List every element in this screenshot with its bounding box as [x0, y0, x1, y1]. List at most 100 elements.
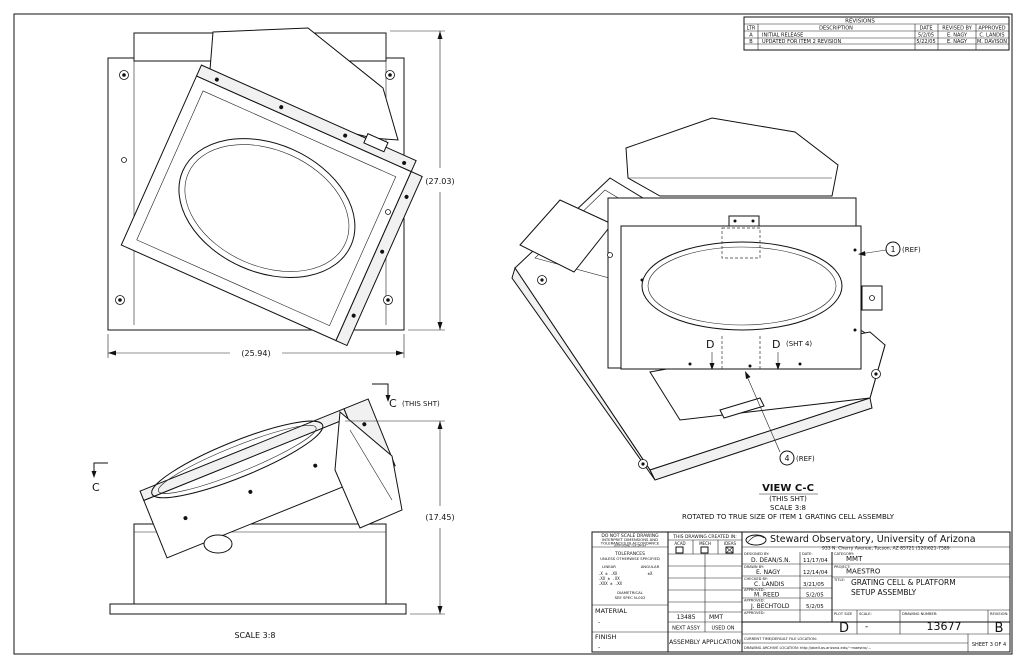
category-label: CATEGORY: — [834, 552, 854, 556]
next-assy-value: 13485 — [676, 614, 695, 621]
tolerances-title: TOLERANCES — [614, 551, 645, 557]
view-c-c-callout-1: 1 — [890, 245, 895, 254]
view-c-c-cover — [625, 117, 839, 197]
checked-by-label: CHECKED BY: — [744, 577, 768, 581]
view-c-c-caption: ROTATED TO TRUE SIZE OF ITEM 1 GRATING C… — [682, 513, 895, 521]
top-view-height-dimension: (27.03) — [425, 177, 454, 186]
view-c-c-scale: SCALE 3:8 — [770, 504, 806, 512]
rev-row-a-desc: INITIAL RELEASE — [762, 33, 803, 39]
approved-1-date: 5/2/05 — [806, 593, 824, 599]
view-c-c-detail-d-region — [721, 227, 761, 259]
drawing-title-line-2: SETUP ASSEMBLY — [851, 588, 917, 597]
rev-row-b-date: 5/22/05 — [916, 39, 935, 45]
top-view-grating-ellipse — [178, 138, 356, 278]
approved-2-date: 5/2/05 — [806, 604, 824, 610]
material-label: MATERIAL — [595, 607, 628, 615]
rev-header-ltr: LTR — [747, 26, 756, 32]
approved-label-2: APPROVED: — [744, 599, 765, 603]
tol-line-3: .XXX ± .XX — [598, 581, 623, 586]
section-mark-c-left: C — [91, 462, 108, 494]
steward-logo-icon — [745, 534, 767, 546]
rev-row-a-revised: E. NAGY — [947, 33, 968, 39]
approved-1: M. REED — [754, 592, 780, 599]
cad-option-acad: ACAD — [674, 541, 685, 546]
rev-row-a-date: 5/2/05 — [918, 33, 934, 39]
company-address: 933 N. Cherry Avenue, Tucson, AZ 85721 (… — [822, 546, 950, 552]
view-c-c-subtitle: (THIS SHT) — [769, 495, 807, 503]
current-file-location: CURRENT TIME/DEFAULT FILE LOCATION: — [744, 637, 817, 641]
view-c-c-callout-1-note: (REF) — [902, 246, 921, 254]
rev-header-description: DESCRIPTION — [819, 26, 853, 32]
view-c-c-grating-ellipse — [641, 241, 843, 331]
approved-2: J. BECHTOLD — [750, 603, 790, 610]
checked-date: 3/21/05 — [803, 582, 825, 588]
section-mark-letter-left: C — [92, 481, 100, 494]
revisions-title: REVISIONS — [845, 19, 875, 25]
cad-checkbox-acad — [675, 546, 684, 554]
rev-row-b-desc: UPDATED FOR ITEM 2 REVISION — [762, 39, 841, 45]
view-c-c-detail-d-left: D — [706, 338, 714, 351]
tol-header-angular: ANGULAR — [641, 564, 660, 569]
view-c-c-grating-cell — [620, 225, 862, 370]
title-block: DO NOT SCALE DRAWING INTERPRET DIMENSION… — [591, 531, 1011, 653]
view-c-c-detail-d-right: D — [772, 338, 780, 351]
view-c-c-callout-1-balloon — [885, 241, 901, 257]
designed-by: D. DEAN/S.N. — [751, 557, 791, 564]
project-label: PROJECT: — [834, 565, 850, 569]
view-c-c-callout-4-note: (REF) — [796, 455, 815, 463]
rev-header-approved: APPROVED — [978, 26, 1005, 32]
rev-header-revised-by: REVISED BY — [942, 26, 972, 32]
revisions-table: REVISIONS LTR DESCRIPTION DATE REVISED B… — [743, 16, 1010, 51]
designed-by-label: DESIGNED BY: — [744, 552, 769, 556]
rev-row-b-ltr: B — [749, 39, 753, 45]
drawing-created-in: THIS DRAWING CREATED IN: — [672, 534, 737, 540]
tol-line-1: .X ± .XX — [598, 571, 618, 576]
view-c-c-callout-4: 4 — [784, 454, 789, 463]
scale-note-4: WITH ASME Y14.5M-94 — [614, 544, 646, 548]
view-c-c-callout-4-balloon — [779, 450, 795, 466]
drawn-by: E. NAGY — [756, 569, 780, 576]
revision-letter: B — [995, 621, 1004, 636]
top-view-width-dimension: (25.94) — [241, 349, 270, 358]
section-mark-note: (THIS SHT) — [402, 400, 440, 408]
material-value: - — [598, 619, 600, 626]
rev-row-a-ltr: A — [749, 33, 753, 39]
drawn-date: 12/14/04 — [803, 570, 828, 576]
cad-option-ideas: IDEAS — [724, 541, 737, 546]
rev-row-b-revised: E. NAGY — [947, 39, 968, 45]
front-view-scale: SCALE 3:8 — [234, 631, 275, 640]
tol-angular: ±X — [648, 571, 653, 576]
tol-extra-1: DIAMETRICAL — [617, 590, 644, 595]
plot-size-label: PLOT SIZE — [834, 612, 853, 616]
top-view: (25.94) (27.03) — [107, 27, 455, 358]
date-value: 11/17/04 — [803, 558, 828, 564]
mmt-label: MMT — [709, 614, 723, 621]
rev-header-date: DATE — [919, 26, 932, 32]
next-assy-label: NEXT ASSY — [672, 626, 701, 632]
approved-label-1: APPROVED: — [744, 588, 765, 592]
tolerances-subtitle: UNLESS OTHERWISE SPECIFIED — [600, 556, 660, 561]
plot-size: D — [839, 621, 849, 636]
scale-note-1: DO NOT SCALE DRAWING — [601, 533, 659, 539]
assembly-application: ASSEMBLY APPLICATION — [669, 639, 741, 646]
rev-row-a-approved: C. LANDIS — [979, 33, 1004, 39]
company-name: Steward Observatory, University of Arizo… — [770, 534, 976, 545]
used-on-label: USED ON — [711, 626, 734, 632]
tol-header-linear: LINEAR — [602, 564, 616, 569]
finish-value: - — [598, 644, 600, 651]
approved-label-3: APPROVED: — [744, 611, 765, 615]
view-c-c-detail-d-note: (SHT 4) — [786, 340, 812, 348]
sheet-border — [13, 13, 1013, 655]
cad-checkbox-ideas — [725, 546, 734, 554]
section-mark-letter: C — [389, 397, 397, 410]
section-mark-c-right: C (THIS SHT) — [372, 383, 440, 410]
title-label: TITLE: — [833, 578, 845, 582]
tol-extra-2: SEE SPEC N-002 — [615, 595, 646, 600]
drawing-archive-location: DRAWING ARCHIVE LOCATION: http://abell.a… — [744, 646, 871, 650]
front-view-height-dimension: (17.45) — [425, 513, 454, 522]
checked-by: C. LANDIS — [754, 581, 784, 588]
tol-line-2: .XX ± .XX — [598, 576, 620, 581]
scale-note-2: INTERPRET DIMENSIONS AND — [602, 537, 658, 542]
front-view: (17.45) SCALE 3:8 — [109, 398, 455, 640]
